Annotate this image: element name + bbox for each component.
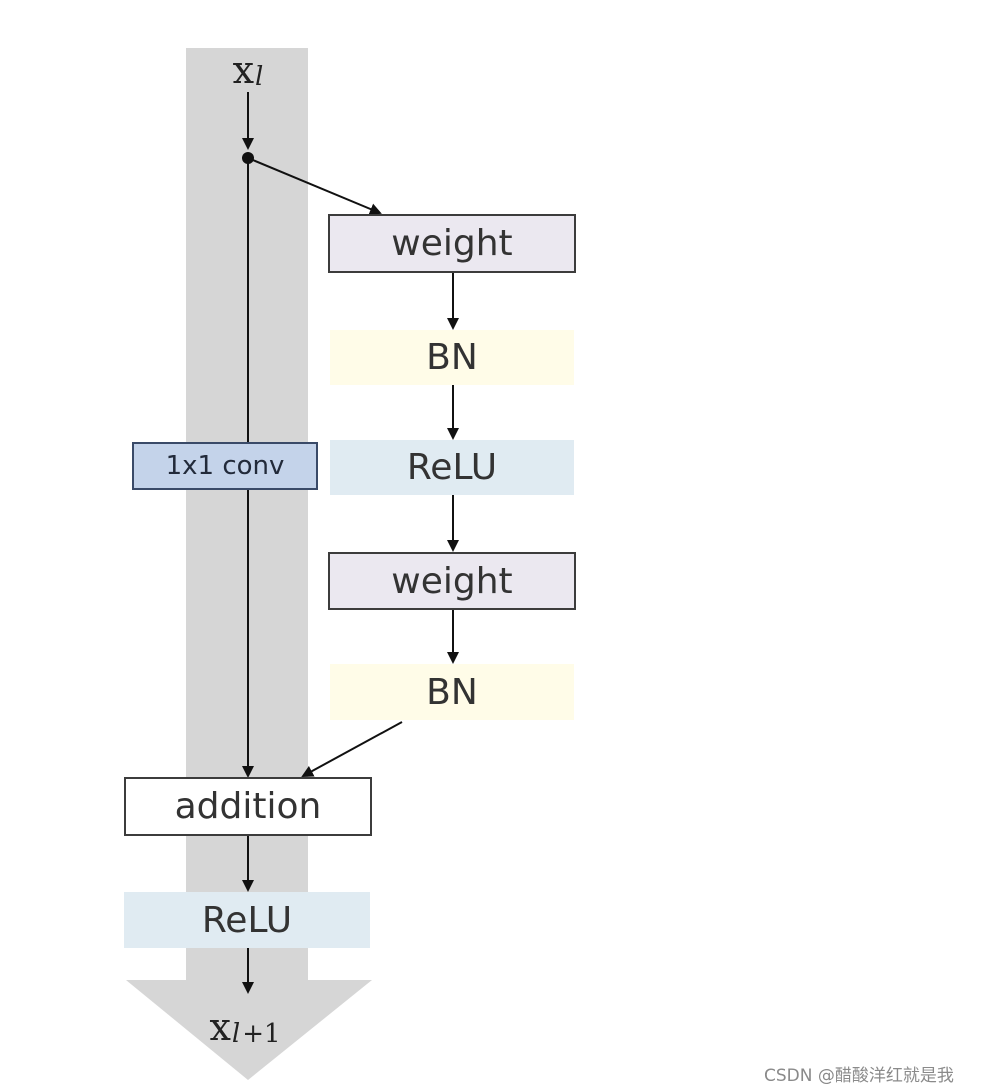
input-symbol: x <box>232 48 255 92</box>
bn-layer-1: BN <box>330 330 574 385</box>
weight-layer-1: weight <box>328 214 576 273</box>
output-plus-one: +1 <box>242 1019 281 1049</box>
shortcut-1x1-conv: 1x1 conv <box>132 442 318 490</box>
input-subscript: l <box>255 62 264 92</box>
output-subscript: l <box>231 1019 241 1049</box>
arrow-bn2-to-addition <box>301 721 403 777</box>
watermark-text: CSDN @醋酸洋红就是我 <box>764 1065 954 1086</box>
relu-layer-branch: ReLU <box>330 440 574 495</box>
output-symbol: x <box>209 1005 231 1049</box>
addition-node: addition <box>124 777 372 836</box>
arrow-split-to-weight <box>247 157 382 215</box>
bn-layer-2: BN <box>330 664 574 720</box>
weight-layer-2: weight <box>328 552 576 610</box>
relu-layer-output: ReLU <box>124 892 370 948</box>
